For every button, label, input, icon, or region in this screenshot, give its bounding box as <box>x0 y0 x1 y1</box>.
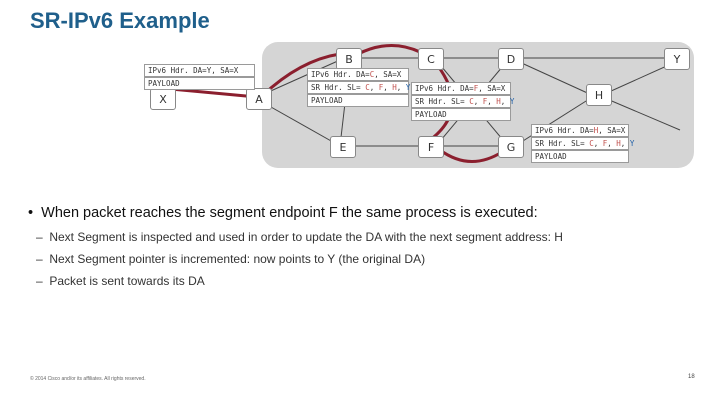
main-bullet: • When packet reaches the segment endpoi… <box>28 205 538 221</box>
packet-ab-payload: PAYLOAD <box>307 94 409 107</box>
link-d-h <box>514 59 595 97</box>
packet-cd-payload: PAYLOAD <box>411 108 511 121</box>
router-a: A <box>246 88 272 110</box>
main-bullet-text: When packet reaches the segment endpoint… <box>41 205 538 221</box>
sub-bullet-2: – Next Segment pointer is incremented: n… <box>36 252 426 266</box>
packet-gh-sr-header: SR Hdr. SL= C, F, H, Y <box>531 137 634 150</box>
sub-bullet-3: – Packet is sent towards its DA <box>36 274 205 288</box>
packet-gh-payload: PAYLOAD <box>531 150 629 163</box>
path-b-c <box>356 43 422 56</box>
packet-cd-ipv6-header: IPv6 Hdr. DA=F, SA=X <box>411 82 511 95</box>
packet-cd-sr-header: SR Hdr. SL= C, F, H, Y <box>411 95 514 108</box>
path-f-g <box>438 148 504 163</box>
sub-bullet-1: – Next Segment is inspected and used in … <box>36 230 563 244</box>
router-d: D <box>498 48 524 70</box>
router-c: C <box>418 48 444 70</box>
router-y: Y <box>664 48 690 70</box>
packet-gh-ipv6-header: IPv6 Hdr. DA=H, SA=X <box>531 124 629 137</box>
bullet-marker: • <box>28 205 42 221</box>
link-h-out <box>599 95 681 131</box>
router-e: E <box>330 136 356 158</box>
copyright-footer: © 2014 Cisco and/or its affiliates. All … <box>30 376 146 382</box>
packet-ab-sr-header: SR Hdr. SL= C, F, H, Y <box>307 81 410 94</box>
link-g-h <box>514 95 595 147</box>
router-f: F <box>418 136 444 158</box>
slide-title: SR-IPv6 Example <box>30 8 210 33</box>
router-b: B <box>336 48 362 70</box>
packet-ab-ipv6-header: IPv6 Hdr. DA=C, SA=X <box>307 68 409 81</box>
host-x: X <box>150 88 176 110</box>
page-number: 18 <box>688 374 695 380</box>
router-h: H <box>586 84 612 106</box>
packet-x-ipv6-header: IPv6 Hdr. DA=Y, SA=X <box>144 64 255 77</box>
router-g: G <box>498 136 524 158</box>
packet-x-payload: PAYLOAD <box>144 77 255 90</box>
